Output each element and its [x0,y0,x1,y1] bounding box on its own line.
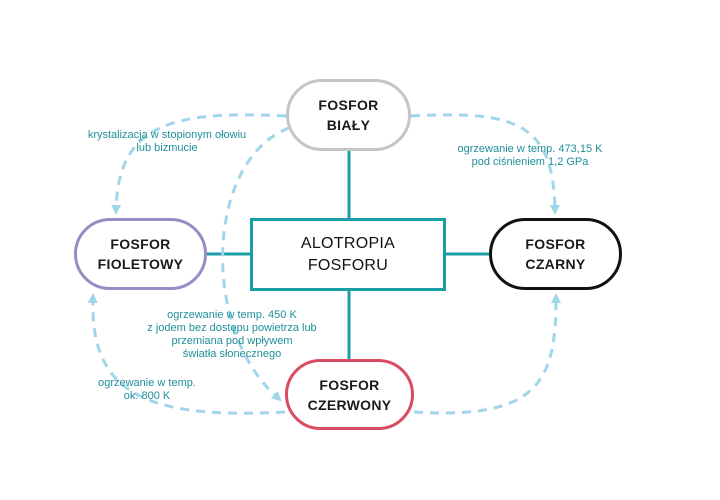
node-red-phosphorus: FOSFOR CZERWONY [285,359,414,430]
label-line: ogrzewanie w temp. [98,377,196,389]
label-white-to-red: ogrzewanie w temp. 450 K z jodem bez dos… [117,309,347,361]
label-white-to-black: ogrzewanie w temp. 473,15 K pod ciśnieni… [447,143,613,169]
node-black-phosphorus: FOSFOR CZARNY [489,218,622,290]
node-red-line2: CZERWONY [307,396,392,413]
node-center-line1: ALOTROPIA [300,234,396,252]
arrow-red-to-violet [87,293,286,415]
arrow-red-to-black [413,293,561,415]
label-white-to-violet: krystalizacja w stopionym ołowiu lub biz… [82,129,252,155]
node-violet-phosphorus: FOSFOR FIOLETOWY [74,218,207,290]
label-line: pod ciśnieniem 1,2 GPa [471,156,589,168]
label-line: ogrzewanie w temp. 473,15 K [457,143,603,155]
label-line: z jodem bez dostępu powietrza lub [147,322,317,334]
label-line: przemiana pod wpływem [171,335,293,347]
label-line: ogrzewanie w temp. 450 K [167,309,297,321]
arrow-white-to-black [410,113,560,215]
node-white-line2: BIAŁY [326,117,371,133]
arrow-white-to-red [221,126,290,402]
node-violet-line1: FOSFOR [110,236,171,252]
label-line: światła słonecznego [182,348,282,360]
node-black-line1: FOSFOR [525,236,586,252]
node-violet-line2: FIOLETOWY [97,256,184,272]
label-line: ok. 800 K [123,390,171,402]
node-black-line2: CZARNY [525,256,586,272]
node-allotropy-center: ALOTROPIA FOSFORU [250,218,446,291]
arrow-white-to-violet [111,113,287,215]
label-red-to-violet: ogrzewanie w temp. ok. 800 K [77,377,217,403]
label-line: krystalizacja w stopionym ołowiu [87,129,247,141]
node-center-line2: FOSFORU [307,256,389,274]
node-white-line1: FOSFOR [318,97,379,113]
node-red-line1: FOSFOR [319,376,380,393]
label-line: lub bizmucie [136,142,198,154]
node-white-phosphorus: FOSFOR BIAŁY [286,79,411,151]
